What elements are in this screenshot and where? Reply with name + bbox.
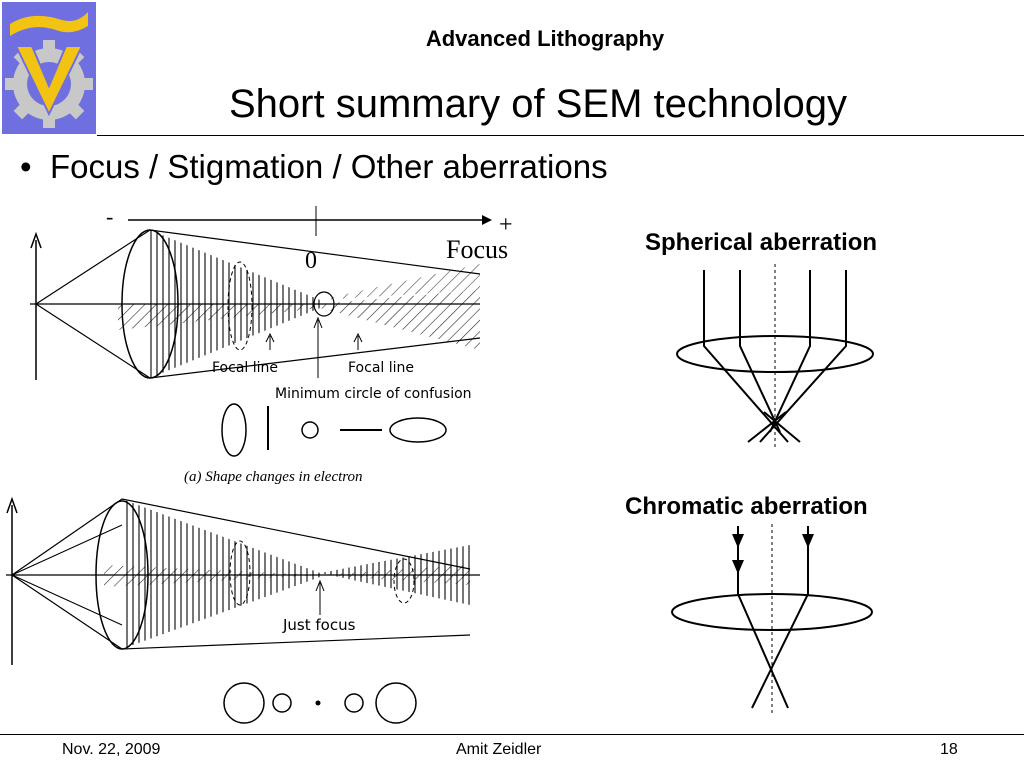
focus-zero-label: 0 [305,248,317,274]
chromatic-aberration-label: Chromatic aberration [625,493,868,520]
university-gear-logo-icon [2,2,96,134]
just-focus-figure: Just focus [0,485,485,735]
footer-author: Amit Zeidler [456,741,542,758]
bullet-item: • Focus / Stigmation / Other aberrations [20,148,608,186]
focus-plus-label: + [499,212,513,238]
focal-line-left-label: Focal line [212,360,278,376]
focus-axis-arrow-icon [482,215,492,225]
spherical-aberration-diagram [660,262,900,452]
focus-axis-label: Focus [446,235,508,264]
chromatic-aberration-diagram [660,522,900,717]
focal-line-right-label: Focal line [348,360,414,376]
focus-minus-label: - [106,204,113,229]
footer-divider [0,734,1024,735]
title-divider [97,135,1024,136]
footer-date: Nov. 22, 2009 [62,741,161,758]
slide-title: Short summary of SEM technology [228,82,848,126]
course-title: Advanced Lithography [425,26,665,51]
bullet-text: Focus / Stigmation / Other aberrations [50,148,608,185]
university-logo [2,2,96,134]
shape-changes-caption: (a) Shape changes in electron [184,469,363,485]
bullet-dot-icon: • [20,148,32,185]
just-focus-label: Just focus [282,616,356,634]
spherical-aberration-label: Spherical aberration [645,229,878,256]
footer-page-number: 18 [940,741,958,758]
stigmation-figure: - + 0 Focus Focal line Focal line Minimu… [0,200,535,490]
min-circle-label: Minimum circle of confusion [275,386,472,402]
